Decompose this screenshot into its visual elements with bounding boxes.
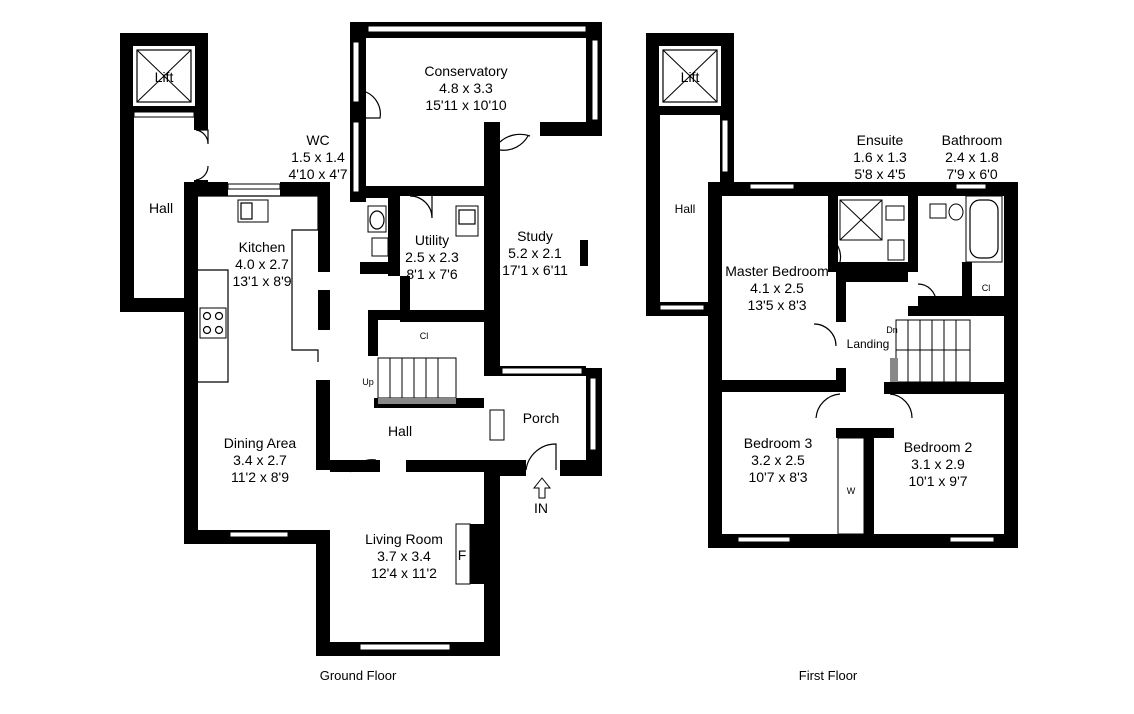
ground-kitchen-dining-walls <box>184 182 330 544</box>
wc-toilet-icon <box>367 205 387 233</box>
living-room-metric: 3.7 x 3.4 <box>377 548 431 564</box>
first-hall-walls <box>646 110 734 316</box>
ground-staircase <box>377 357 457 404</box>
bath-icon <box>965 195 1003 263</box>
dining-area-name: Dining Area <box>224 435 297 451</box>
wardrobe-label: W <box>847 486 856 496</box>
bedroom-3-imperial: 10'7 x 8'3 <box>748 469 807 485</box>
bedroom-2-name: Bedroom 2 <box>904 439 973 455</box>
ensuite-metric: 1.6 x 1.3 <box>853 149 907 165</box>
front-door <box>525 443 557 471</box>
living-room-name: Living Room <box>365 531 443 547</box>
conservatory-metric: 4.8 x 3.3 <box>439 80 493 96</box>
ground-lift-shaft <box>120 33 208 115</box>
living-room-walls <box>316 470 500 656</box>
kitchen-name: Kitchen <box>239 239 286 255</box>
landing-label: Landing <box>847 337 890 351</box>
master-bedroom-metric: 4.1 x 2.5 <box>750 280 804 296</box>
conservatory-imperial: 15'11 x 10'10 <box>425 97 507 113</box>
cupboard-first-label: Cl <box>982 283 991 293</box>
study-imperial: 17'1 x 6'11 <box>502 262 568 278</box>
first-staircase <box>890 319 971 383</box>
living-room-imperial: 12'4 x 11'2 <box>371 565 437 581</box>
kitchen-counters <box>198 195 319 383</box>
wc-basin-icon <box>371 237 389 257</box>
bathroom-name: Bathroom <box>942 132 1003 148</box>
hall-ground-left-label: Hall <box>149 200 173 216</box>
ensuite-imperial: 5'8 x 4'5 <box>854 166 905 182</box>
wc-name: WC <box>306 132 329 148</box>
bedroom-3-metric: 3.2 x 2.5 <box>751 452 805 468</box>
porch-walls <box>484 366 602 476</box>
bedroom-2-metric: 3.1 x 2.9 <box>911 456 965 472</box>
utility-imperial: 8'1 x 7'6 <box>406 266 457 282</box>
ground-floor-plan <box>120 22 602 656</box>
ensuite-basin-icon <box>885 205 905 221</box>
wc-imperial: 4'10 x 4'7 <box>288 166 347 182</box>
utility-metric: 2.5 x 2.3 <box>405 249 459 265</box>
hall-first-label: Hall <box>675 202 696 216</box>
cupboard-ground-label: Cl <box>420 331 429 341</box>
ground-hall-double-door <box>195 129 209 181</box>
fireplace-breast <box>468 524 486 584</box>
first-lift-shaft <box>646 33 734 115</box>
dining-area-metric: 3.4 x 2.7 <box>233 452 287 468</box>
porch-label: Porch <box>523 410 560 426</box>
lift-ground-label: Lift <box>155 69 174 85</box>
hob-icon <box>199 307 227 339</box>
conservatory-door <box>365 91 381 119</box>
room-labels: Lift Hall Conservatory 4.8 x 3.3 15'11 x… <box>149 63 1002 683</box>
wc-metric: 1.5 x 1.4 <box>291 149 345 165</box>
bedroom-3-name: Bedroom 3 <box>744 435 813 451</box>
ensuite-bathroom-walls <box>828 195 1004 306</box>
utility-sink-icon <box>455 205 479 237</box>
bathroom-metric: 2.4 x 1.8 <box>945 149 999 165</box>
wardrobe-unit <box>837 437 865 535</box>
lift-first-label: Lift <box>681 69 700 85</box>
first-floor-plan <box>646 33 1018 548</box>
master-landing-walls <box>722 272 1004 538</box>
hall-ground-center-label: Hall <box>388 423 412 439</box>
kitchen-metric: 4.0 x 2.7 <box>235 256 289 272</box>
conservatory-name: Conservatory <box>424 63 507 79</box>
kitchen-sink-icon <box>237 199 269 223</box>
bathroom-basin-icon <box>929 203 947 219</box>
conservatory-walls <box>350 22 602 372</box>
bathroom-toilet-icon <box>948 203 964 221</box>
entrance-arrow-icon <box>532 477 552 499</box>
ground-floor-caption: Ground Floor <box>320 668 397 683</box>
study-name: Study <box>517 228 553 244</box>
entrance-label: IN <box>534 500 548 516</box>
ensuite-name: Ensuite <box>857 132 904 148</box>
bedroom-2-imperial: 10'1 x 9'7 <box>908 473 967 489</box>
utility-name: Utility <box>415 232 449 248</box>
fireplace-label: F <box>458 547 467 563</box>
dining-area-imperial: 11'2 x 8'9 <box>231 469 289 485</box>
master-bedroom-imperial: 13'5 x 8'3 <box>747 297 806 313</box>
bathroom-imperial: 7'9 x 6'0 <box>946 166 997 182</box>
kitchen-imperial: 13'1 x 8'9 <box>232 273 291 289</box>
stairs-up-label: Up <box>362 377 374 387</box>
study-metric: 5.2 x 2.1 <box>508 245 562 261</box>
ensuite-toilet-icon <box>887 239 905 261</box>
first-outer-walls <box>708 182 1018 548</box>
ground-left-hall-walls <box>120 110 208 312</box>
first-floor-caption: First Floor <box>799 668 858 683</box>
master-bedroom-name: Master Bedroom <box>725 263 828 279</box>
stairs-down-label: Dn <box>886 325 898 335</box>
